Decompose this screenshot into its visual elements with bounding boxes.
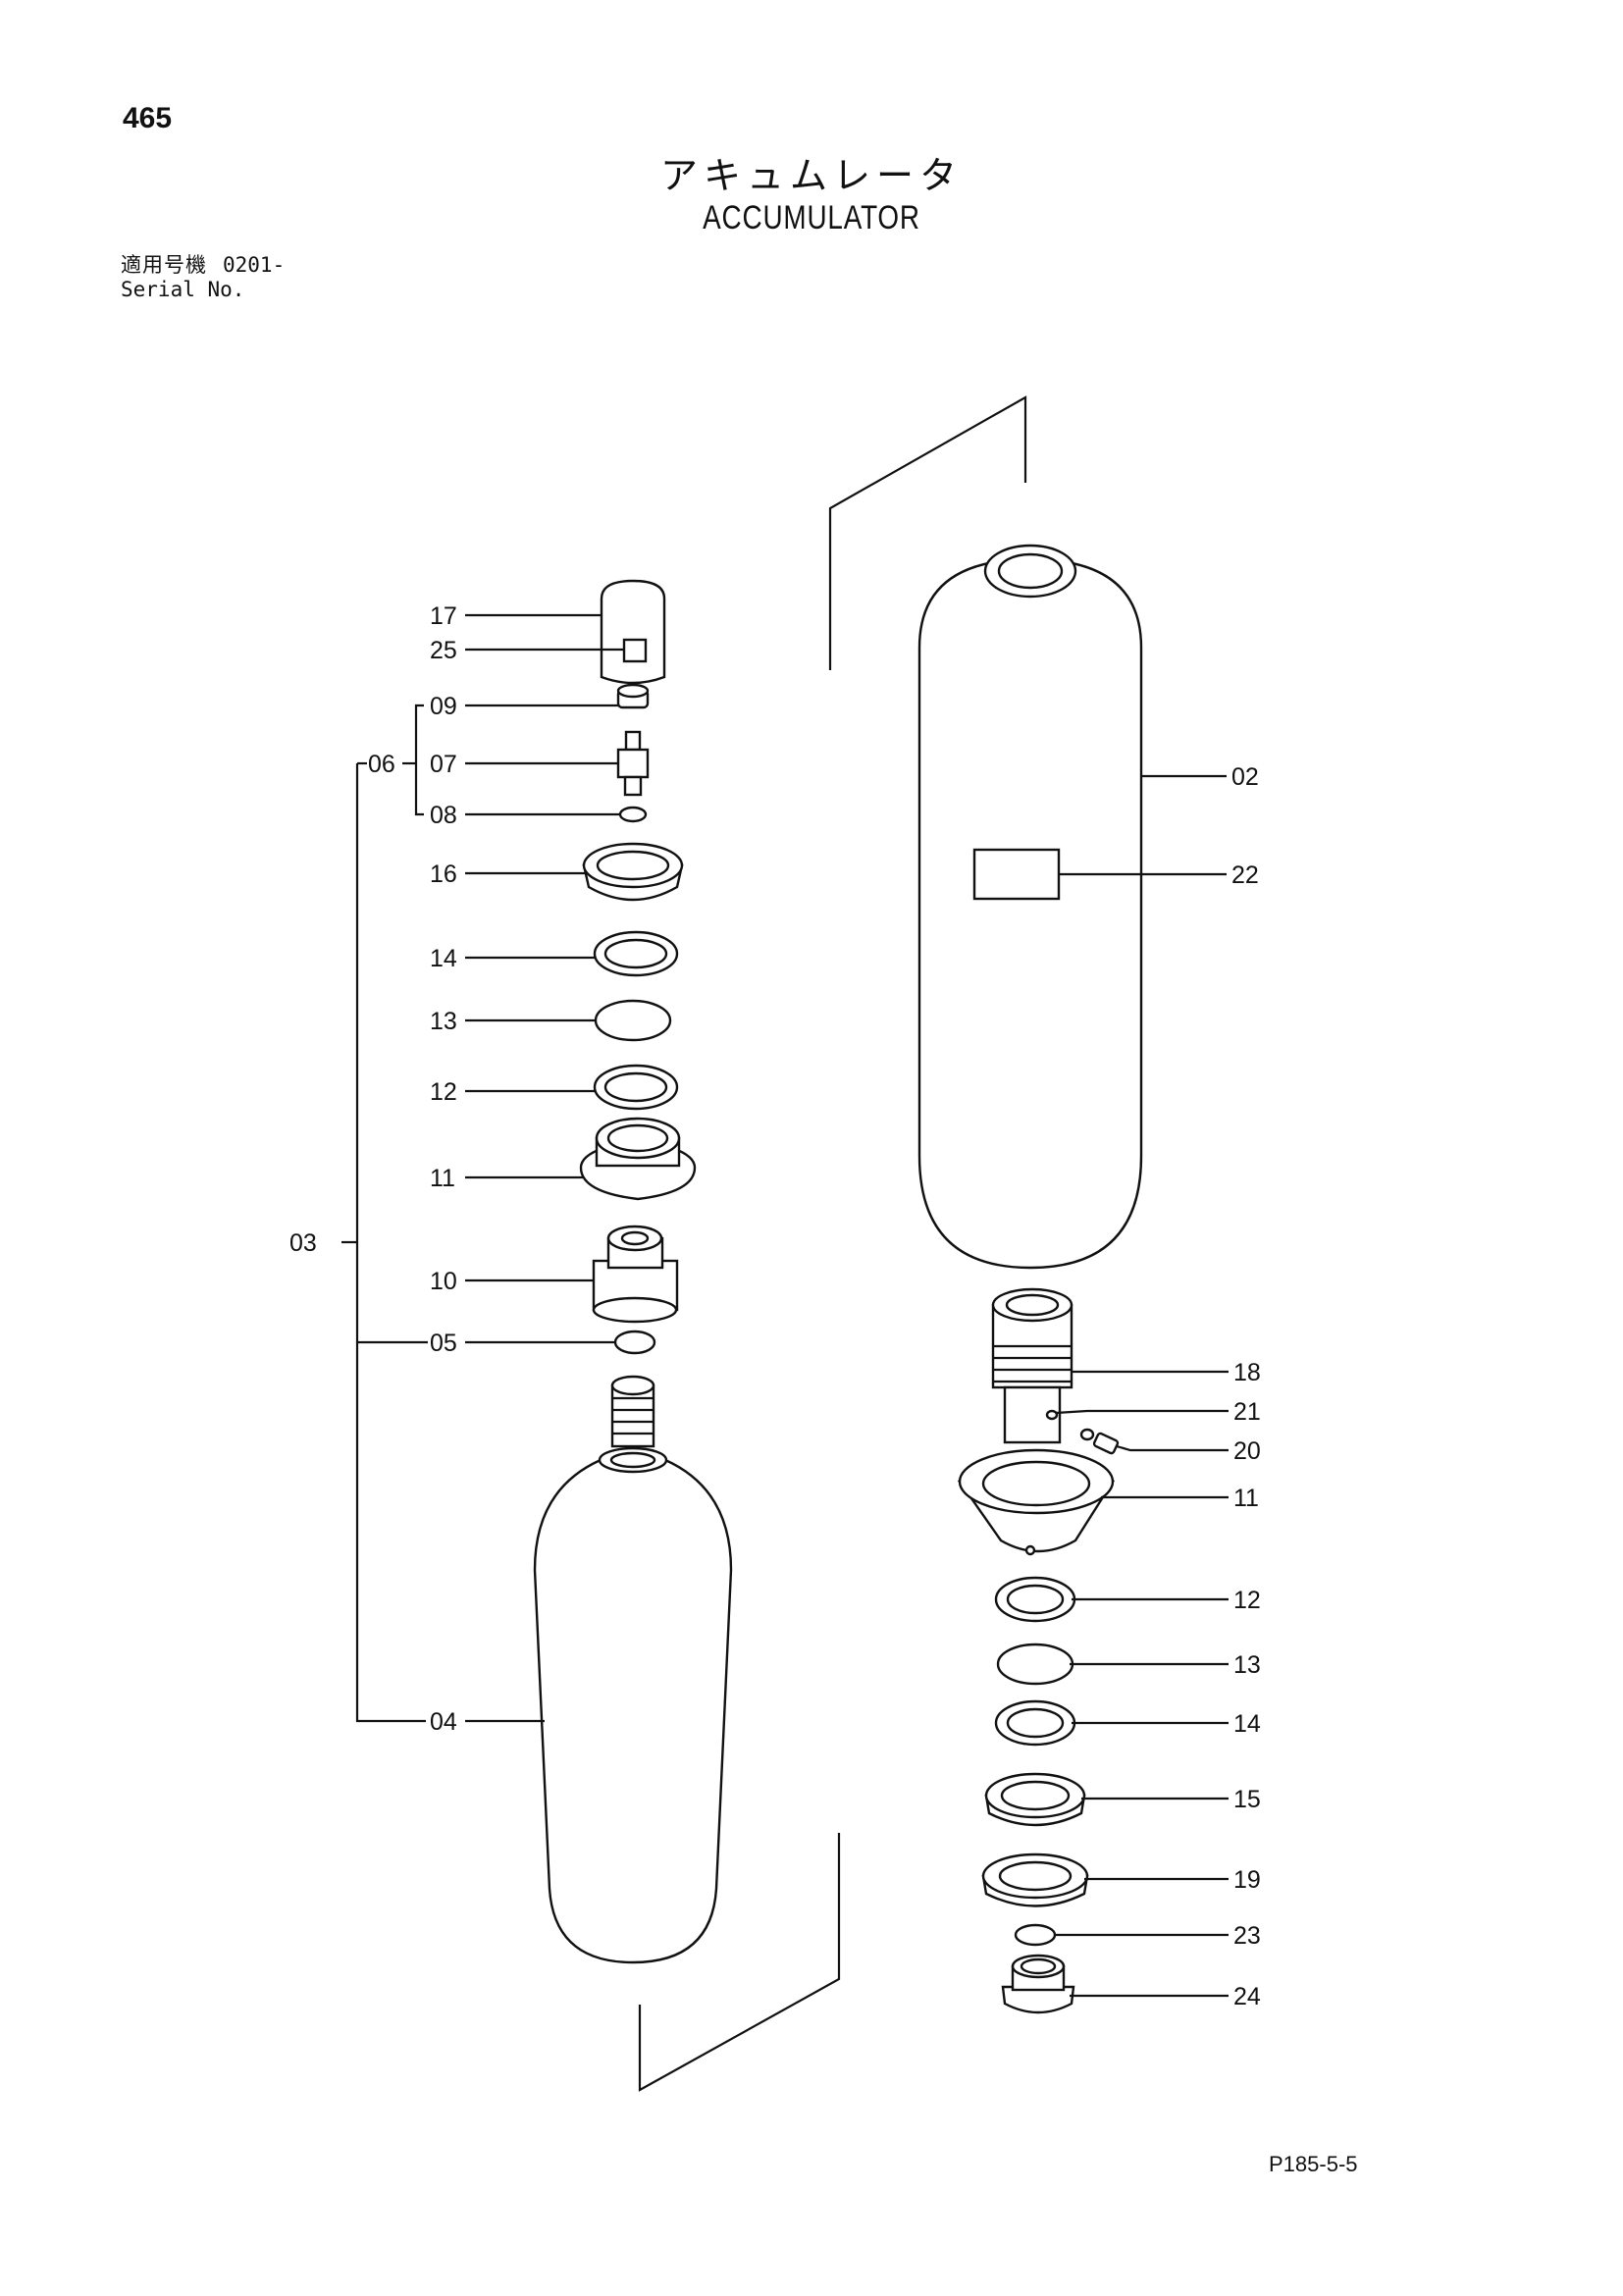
callout-16: 16: [430, 861, 457, 888]
callout-10: 10: [430, 1268, 457, 1295]
callout-04: 04: [430, 1708, 457, 1736]
callout-19: 19: [1233, 1866, 1261, 1894]
section-break-bottom: [638, 1833, 841, 2092]
callout-07: 07: [430, 751, 457, 778]
part-valve-body-18: [991, 1287, 1073, 1444]
callout-08: 08: [430, 802, 457, 829]
callout-23: 23: [1233, 1922, 1261, 1950]
part-disc-13-left: [594, 999, 672, 1042]
part-09: [616, 683, 650, 709]
part-15: [984, 1772, 1086, 1827]
serial-label-japanese: 適用号機: [121, 253, 207, 277]
callout-11-right: 11: [1233, 1485, 1259, 1512]
callout-11-left: 11: [430, 1165, 455, 1192]
part-ring-14-left: [593, 930, 679, 977]
title-english: ACCUMULATOR: [703, 199, 920, 236]
part-ring-14-right: [994, 1699, 1076, 1747]
serial-info: 適用号機 0201- Serial No.: [121, 253, 285, 302]
callout-12-left: 12: [430, 1078, 457, 1106]
part-24: [1001, 1954, 1075, 2014]
callout-13-right: 13: [1233, 1651, 1261, 1679]
callout-18: 18: [1233, 1359, 1261, 1386]
callout-20: 20: [1233, 1437, 1261, 1465]
callout-22: 22: [1231, 861, 1259, 889]
part-disc-13-right: [996, 1643, 1074, 1686]
part-valve-core-07: [616, 730, 650, 797]
part-16: [582, 842, 684, 902]
figure-reference: P185-5-5: [1269, 2152, 1358, 2176]
part-ring-12-right: [994, 1576, 1076, 1623]
part-flange-11-right: [957, 1448, 1116, 1556]
callout-09: 09: [430, 693, 457, 720]
callout-13-left: 13: [430, 1008, 457, 1035]
callout-05: 05: [430, 1330, 457, 1357]
callout-15: 15: [1233, 1786, 1261, 1813]
serial-value: 0201-: [223, 253, 286, 277]
part-shell-02: [917, 544, 1143, 1270]
part-label-plate-22: [972, 848, 1061, 901]
callout-25: 25: [430, 637, 457, 664]
callout-06: 06: [368, 751, 395, 778]
part-nut-10: [592, 1225, 679, 1324]
part-o-ring-21: [1079, 1428, 1095, 1441]
part-19: [981, 1852, 1089, 1907]
callout-03: 03: [289, 1229, 317, 1257]
callout-21: 21: [1233, 1398, 1261, 1426]
part-o-ring-05: [613, 1330, 656, 1355]
part-bladder-04: [533, 1375, 733, 1964]
callout-12-right: 12: [1233, 1587, 1261, 1614]
part-o-ring-23: [1014, 1923, 1057, 1947]
callout-14-right: 14: [1233, 1710, 1261, 1738]
serial-label-english: Serial No.: [121, 278, 245, 301]
section-break-top: [828, 395, 1027, 670]
callout-17: 17: [430, 602, 457, 630]
part-plug-20: [1092, 1432, 1120, 1455]
page-number: 465: [123, 102, 173, 134]
title-japanese: アキュムレータ: [659, 154, 963, 197]
callout-24: 24: [1233, 1983, 1261, 2010]
callout-14-left: 14: [430, 945, 457, 972]
part-o-ring-08: [618, 806, 648, 823]
part-cap-17: [600, 579, 666, 685]
callout-02: 02: [1231, 763, 1259, 791]
part-ring-12-left: [593, 1064, 679, 1111]
part-flange-11-left: [579, 1117, 697, 1201]
